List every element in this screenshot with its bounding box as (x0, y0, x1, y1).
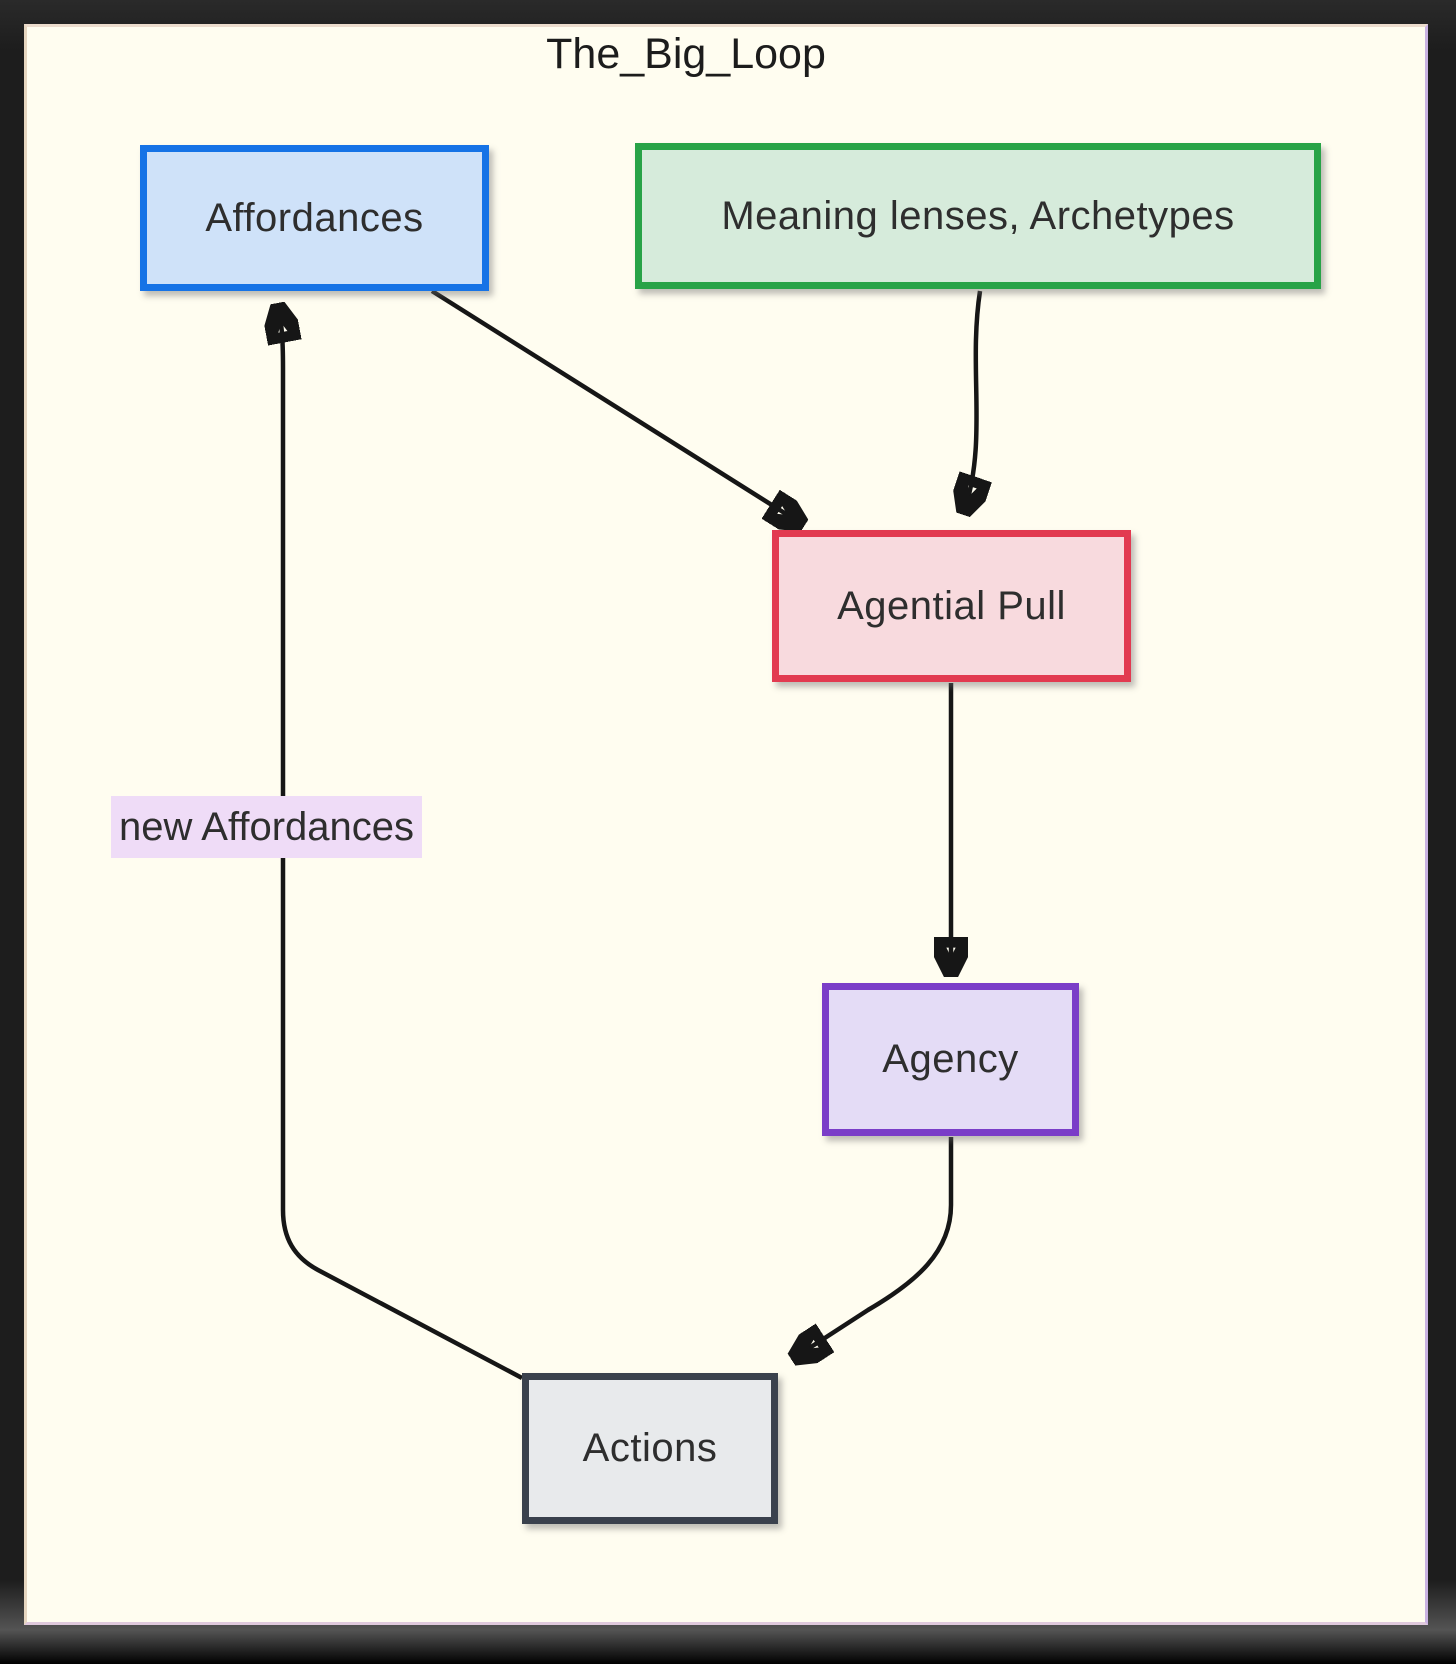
edge-meaning-lenses-to-agential-pull (964, 290, 980, 512)
node-affordances: Affordances (140, 145, 489, 291)
node-agency: Agency (822, 983, 1079, 1136)
node-agential-pull: Agential Pull (772, 530, 1131, 682)
node-meaning-lenses-archetypes: Meaning lenses, Archetypes (635, 143, 1321, 289)
edge-agency-to-actions (794, 1137, 954, 1358)
edge-affordances-to-agential-pull (430, 289, 802, 524)
edge-actions-to-affordances (278, 306, 524, 1380)
edge-label-new-affordances: new Affordances (111, 796, 423, 858)
node-actions: Actions (522, 1373, 778, 1524)
diagram-title: The_Big_Loop (546, 30, 826, 78)
